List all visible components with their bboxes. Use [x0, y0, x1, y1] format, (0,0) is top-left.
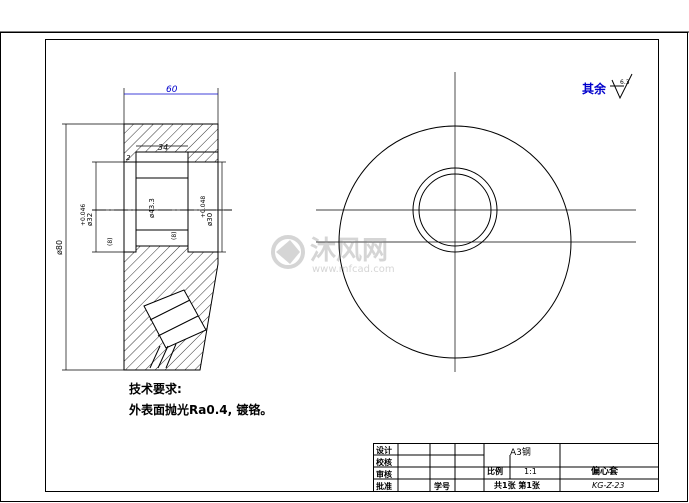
tb-drawing-no: KG-Z-23	[592, 481, 624, 490]
dimension-lines	[62, 88, 226, 371]
sheet-frame	[0, 31, 689, 502]
tech-req-title: 技术要求:	[129, 381, 182, 396]
watermark-url: www.mfcad.com	[312, 264, 395, 275]
title-block	[373, 443, 659, 492]
dim-small-right: (8)	[171, 232, 178, 241]
tb-school-no: 学号	[434, 481, 450, 491]
roughness-label: 其余	[582, 81, 607, 96]
dim-inner-diameter: ø43.3	[148, 198, 156, 218]
dim-small-left: (8)	[107, 238, 114, 247]
section-view: 60 34 2 ø80 ø32 +0.046 ø43.3 ø30 +0.048 …	[55, 85, 232, 371]
tb-part-name: 偏心套	[591, 465, 619, 477]
tb-sheet: 共1张 第1张	[494, 480, 541, 490]
tb-material: A3钢	[510, 446, 531, 458]
dim-outer-diameter: ø80	[55, 240, 64, 255]
dim-bore-tol-right: +0.048	[200, 196, 207, 218]
watermark-name: 沐风网	[310, 236, 388, 266]
dim-chamfer: 2	[126, 154, 131, 162]
tb-review: 审核	[376, 469, 392, 479]
roughness-value: 6.3	[620, 79, 630, 86]
tb-design: 设计	[376, 445, 392, 455]
angled-hole	[143, 289, 207, 369]
tb-ratio-label: 比例	[487, 466, 503, 476]
dim-bore-left: ø32	[86, 213, 94, 226]
dim-bore-right: ø30	[206, 213, 214, 226]
dim-inner-34: 34	[158, 143, 168, 152]
roughness-note: 其余 6.3	[582, 73, 633, 100]
tb-approve: 批准	[376, 481, 392, 491]
title-block-text: 设计 校核 审核 批准 学号 A3钢 比例 1:1 共1张 第1张 偏心套 KG…	[376, 445, 624, 491]
tb-check: 校核	[376, 457, 392, 467]
front-view	[316, 72, 636, 372]
watermark-logo-icon	[271, 235, 305, 269]
tb-ratio: 1:1	[524, 467, 537, 476]
tech-req-text: 外表面抛光Ra0.4, 镀铬。	[129, 402, 272, 417]
dim-length-60: 60	[166, 85, 178, 95]
dim-bore-tol-left: +0.046	[80, 204, 87, 226]
watermark: 沐风网 www.mfcad.com	[271, 235, 395, 275]
